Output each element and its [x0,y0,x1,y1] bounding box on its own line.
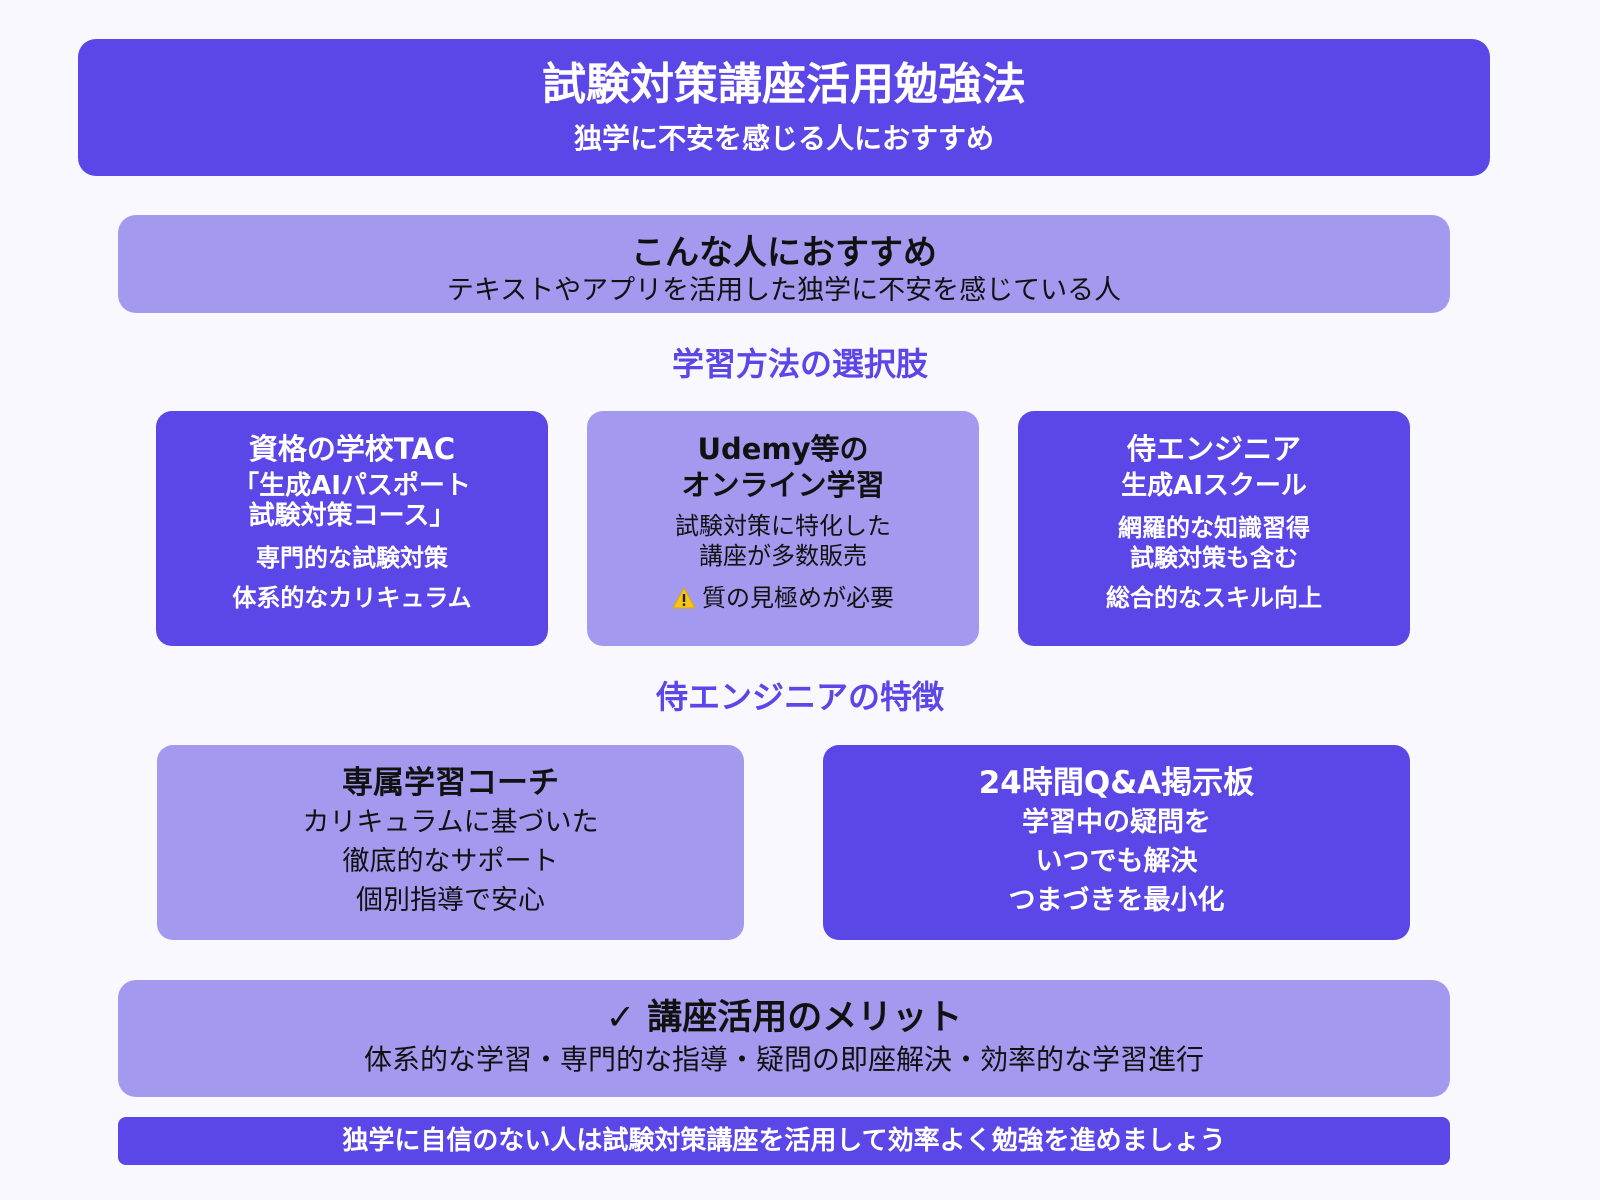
audience-title: こんな人におすすめ [631,233,937,273]
feature-line: つまづきを最小化 [1008,885,1225,916]
warning-icon [672,587,696,609]
audience-description: テキストやアプリを活用した独学に不安を感じている人 [446,275,1122,306]
feature-title: 専属学習コーチ [342,765,559,801]
feature-line: カリキュラムに基づいた [302,807,599,838]
card-description-line: 試験対策に特化した [675,512,891,540]
card-point: 体系的なカリキュラム [232,584,472,612]
card-warning: 質の見極めが必要 [672,583,894,613]
feature-card-coach: 専属学習コーチ カリキュラムに基づいた 徹底的なサポート 個別指導で安心 [157,745,744,940]
page-title: 試験対策講座活用勉強法 [542,58,1026,110]
options-section-title: 学習方法の選択肢 [671,345,928,383]
card-subtitle-line: 試験対策コース」 [248,501,456,531]
card-point: 総合的なスキル向上 [1106,584,1322,612]
card-description-line: 網羅的な知識習得 [1118,514,1310,542]
warning-text: 質の見極めが必要 [702,584,894,612]
merits-title: ✓ 講座活用のメリット [605,998,963,1038]
footer-banner: 独学に自信のない人は試験対策講座を活用して効率よく勉強を進めましょう [118,1117,1450,1165]
card-title: 侍エンジニア [1126,432,1301,466]
merits-box: ✓ 講座活用のメリット 体系的な学習・専門的な指導・疑問の即座解決・効率的な学習… [118,980,1450,1097]
card-point: 専門的な試験対策 [256,544,448,572]
footer-message: 独学に自信のない人は試験対策講座を活用して効率よく勉強を進めましょう [342,1126,1226,1156]
card-subtitle: 生成AIスクール [1121,471,1307,501]
card-title: 資格の学校TAC [248,432,456,466]
merits-description: 体系的な学習・専門的な指導・疑問の即座解決・効率的な学習進行 [363,1043,1204,1076]
feature-line: 徹底的なサポート [342,846,559,877]
feature-title: 24時間Q&A掲示板 [978,765,1255,801]
card-title-line: オンライン学習 [681,468,885,502]
card-subtitle-line: 「生成AIパスポート [233,471,471,501]
card-description-line: 講座が多数販売 [699,542,867,570]
option-card-samurai: 侍エンジニア 生成AIスクール 網羅的な知識習得 試験対策も含む 総合的なスキル… [1018,411,1410,646]
card-title-line: Udemy等の [697,432,869,466]
feature-line: 個別指導で安心 [356,885,545,916]
target-audience-box: こんな人におすすめ テキストやアプリを活用した独学に不安を感じている人 [118,215,1450,313]
feature-card-qa-board: 24時間Q&A掲示板 学習中の疑問を いつでも解決 つまづきを最小化 [823,745,1410,940]
feature-line: 学習中の疑問を [1022,807,1211,838]
header-banner: 試験対策講座活用勉強法 独学に不安を感じる人におすすめ [78,39,1490,176]
option-card-udemy: Udemy等の オンライン学習 試験対策に特化した 講座が多数販売 質の見極めが… [587,411,979,646]
page-subtitle: 独学に不安を感じる人におすすめ [573,121,994,155]
card-description-line: 試験対策も含む [1130,544,1298,572]
option-card-tac: 資格の学校TAC 「生成AIパスポート 試験対策コース」 専門的な試験対策 体系… [156,411,548,646]
feature-line: いつでも解決 [1035,846,1198,877]
features-section-title: 侍エンジニアの特徴 [655,678,944,716]
